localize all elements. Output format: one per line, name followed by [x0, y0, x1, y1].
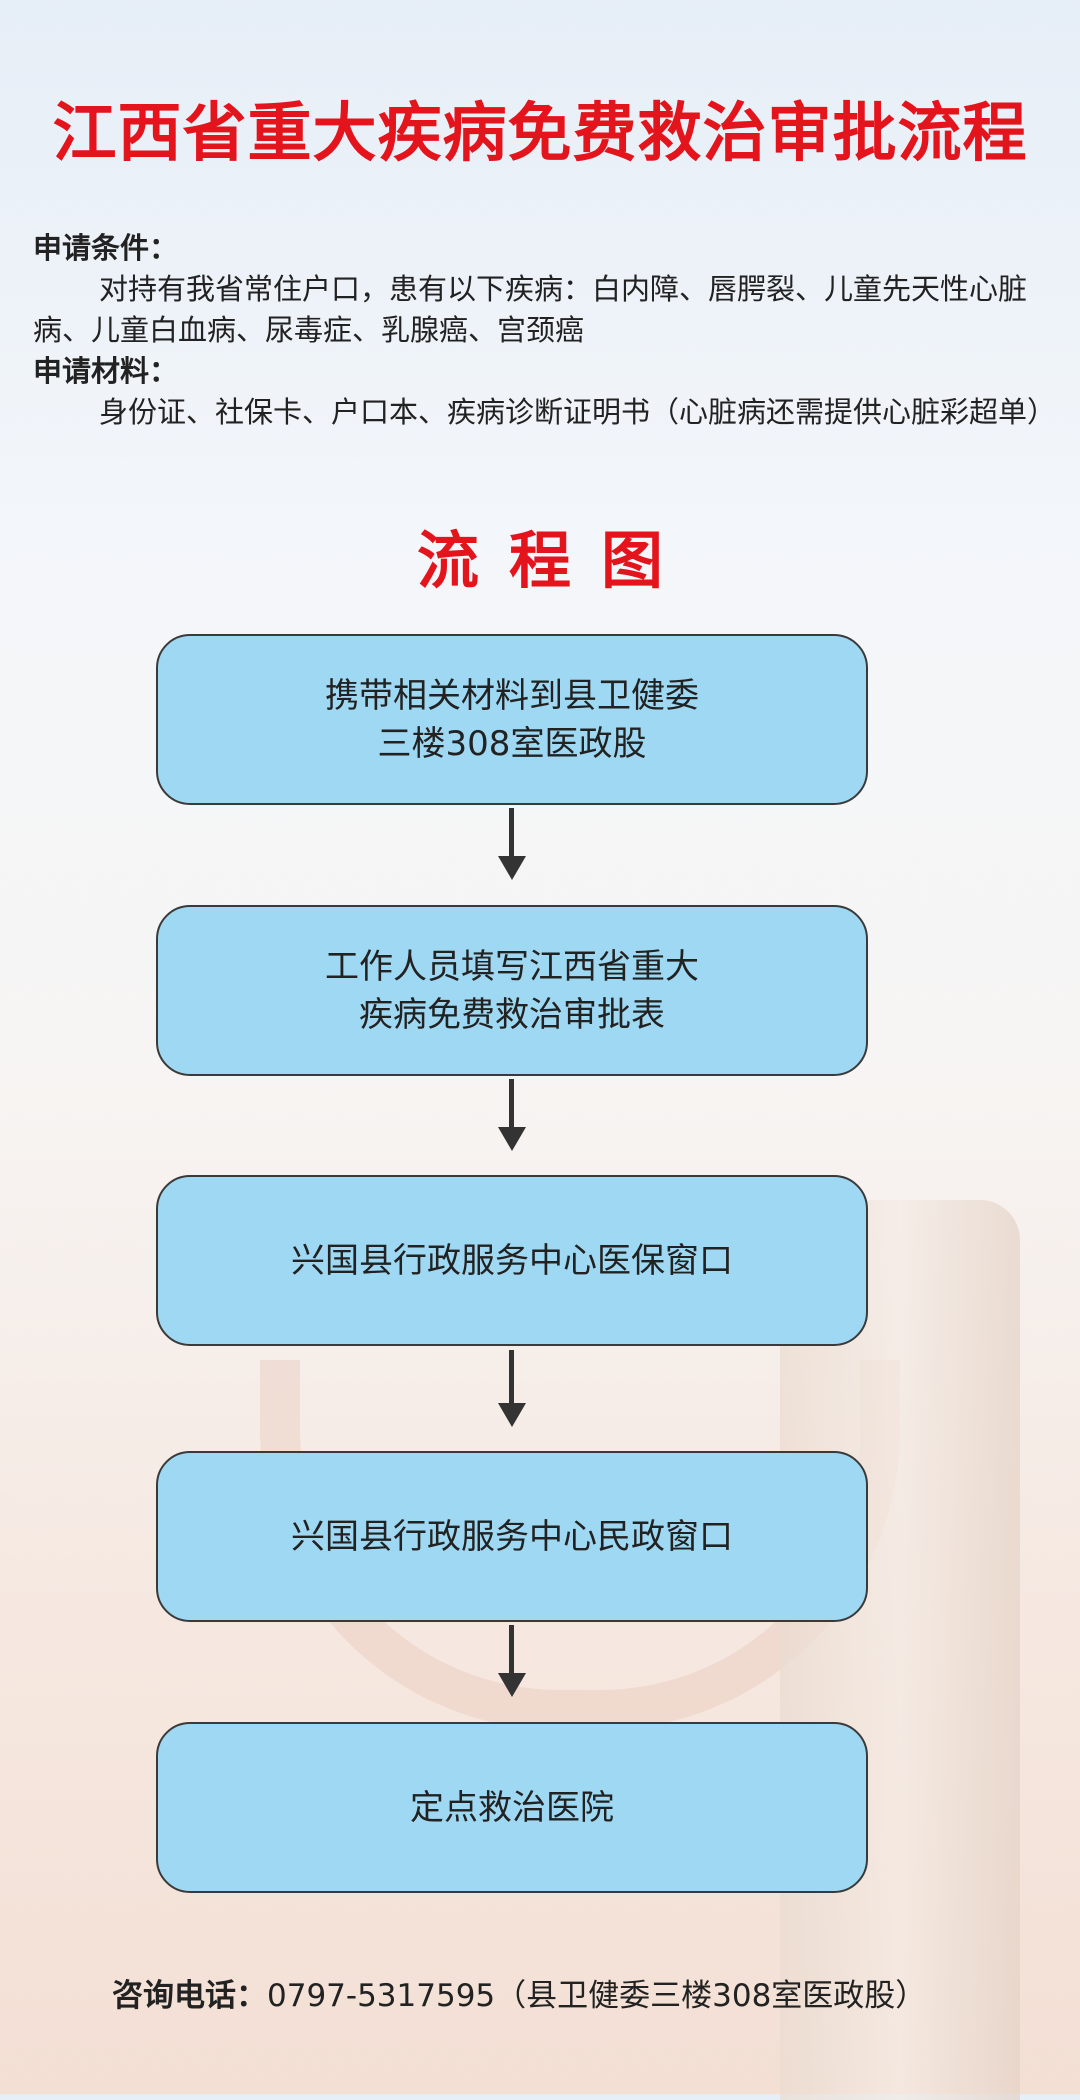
materials-text: 身份证、社保卡、户口本、疾病诊断证明书（心脏病还需提供心脏彩超单）	[99, 395, 1057, 429]
flow-step-1: 携带相关材料到县卫健委三楼308室医政股	[156, 634, 868, 805]
contact-info: 咨询电话：0797-5317595（县卫健委三楼308室医政股）	[112, 1970, 926, 2015]
step-text: 定点救治医院	[410, 1787, 614, 1828]
step-text: 三楼308室医政股	[377, 723, 647, 764]
flow-step-4: 兴国县行政服务中心民政窗口	[156, 1451, 868, 1622]
application-info: 申请条件： 对持有我省常住户口，患有以下疾病：白内障、唇腭裂、儿童先天性心脏病、…	[33, 228, 1057, 433]
contact-label: 咨询电话：	[112, 1978, 267, 2014]
step-text: 疾病免费救治审批表	[359, 994, 665, 1035]
flow-step-2: 工作人员填写江西省重大疾病免费救治审批表	[156, 905, 868, 1076]
flow-step-5: 定点救治医院	[156, 1722, 868, 1893]
step-text: 携带相关材料到县卫健委	[325, 675, 699, 716]
contact-note: （县卫健委三楼308室医政股）	[495, 1978, 927, 2014]
flow-step-3: 兴国县行政服务中心医保窗口	[156, 1175, 868, 1346]
background-pillar	[780, 1200, 1020, 2100]
page-title: 江西省重大疾病免费救治审批流程	[52, 97, 1028, 171]
step-text: 兴国县行政服务中心医保窗口	[291, 1240, 733, 1281]
step-text: 兴国县行政服务中心民政窗口	[291, 1516, 733, 1557]
conditions-text: 对持有我省常住户口，患有以下疾病：白内障、唇腭裂、儿童先天性心脏病、儿童白血病、…	[33, 272, 1028, 347]
contact-phone: 0797-5317595	[267, 1978, 496, 2014]
step-text: 工作人员填写江西省重大	[325, 946, 699, 987]
flow-chart-title: 流程图	[416, 524, 693, 597]
materials-label: 申请材料：	[33, 354, 179, 388]
conditions-label: 申请条件：	[33, 231, 179, 265]
